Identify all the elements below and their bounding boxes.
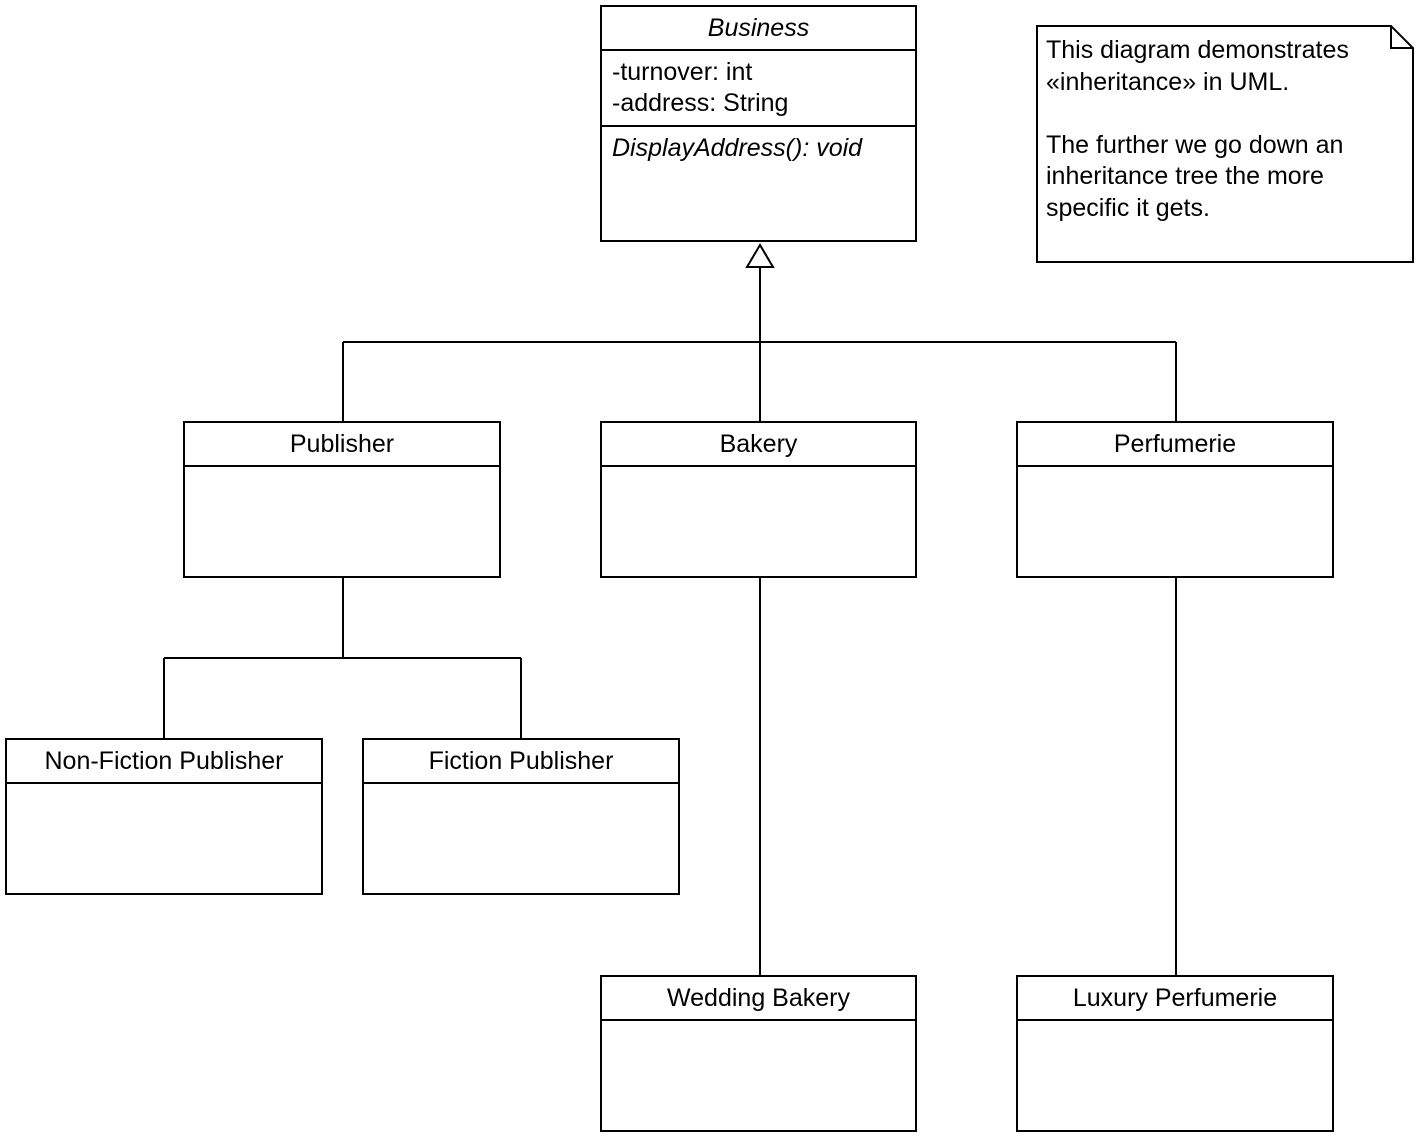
class-perfumerie-body bbox=[1018, 467, 1332, 576]
class-perfumerie[interactable]: Perfumerie bbox=[1016, 421, 1334, 578]
class-fiction-publisher[interactable]: Fiction Publisher bbox=[362, 738, 680, 895]
note-text: This diagram demonstrates «inheritance» … bbox=[1046, 36, 1349, 222]
class-bakery[interactable]: Bakery bbox=[600, 421, 917, 578]
attribute-address: -address: String bbox=[612, 89, 789, 117]
class-luxury-perfumerie[interactable]: Luxury Perfumerie bbox=[1016, 975, 1334, 1132]
class-fiction-publisher-name: Fiction Publisher bbox=[364, 740, 678, 784]
note-folded-corner-shape bbox=[1036, 25, 1414, 263]
class-business-name: Business bbox=[602, 7, 915, 51]
class-wedding-bakery-name: Wedding Bakery bbox=[602, 977, 915, 1021]
class-luxury-perfumerie-body bbox=[1018, 1021, 1332, 1130]
class-business[interactable]: Business -turnover: int -address: String… bbox=[600, 5, 917, 242]
class-wedding-bakery-body bbox=[602, 1021, 915, 1130]
uml-note[interactable]: This diagram demonstrates «inheritance» … bbox=[1036, 25, 1414, 263]
class-perfumerie-name: Perfumerie bbox=[1018, 423, 1332, 467]
class-luxury-perfumerie-name: Luxury Perfumerie bbox=[1018, 977, 1332, 1021]
class-publisher[interactable]: Publisher bbox=[183, 421, 501, 578]
class-non-fiction-publisher-name: Non-Fiction Publisher bbox=[7, 740, 321, 784]
class-business-operations: DisplayAddress(): void bbox=[602, 127, 915, 170]
class-publisher-body bbox=[185, 467, 499, 576]
attribute-turnover: -turnover: int bbox=[612, 58, 753, 86]
class-non-fiction-publisher[interactable]: Non-Fiction Publisher bbox=[5, 738, 323, 895]
class-fiction-publisher-body bbox=[364, 784, 678, 893]
class-non-fiction-publisher-body bbox=[7, 784, 321, 893]
class-bakery-name: Bakery bbox=[602, 423, 915, 467]
class-wedding-bakery[interactable]: Wedding Bakery bbox=[600, 975, 917, 1132]
generalization-arrowhead bbox=[745, 243, 775, 268]
operation-display-address: DisplayAddress(): void bbox=[612, 134, 863, 162]
class-publisher-name: Publisher bbox=[185, 423, 499, 467]
class-bakery-body bbox=[602, 467, 915, 576]
class-business-attributes: -turnover: int -address: String bbox=[602, 51, 915, 127]
